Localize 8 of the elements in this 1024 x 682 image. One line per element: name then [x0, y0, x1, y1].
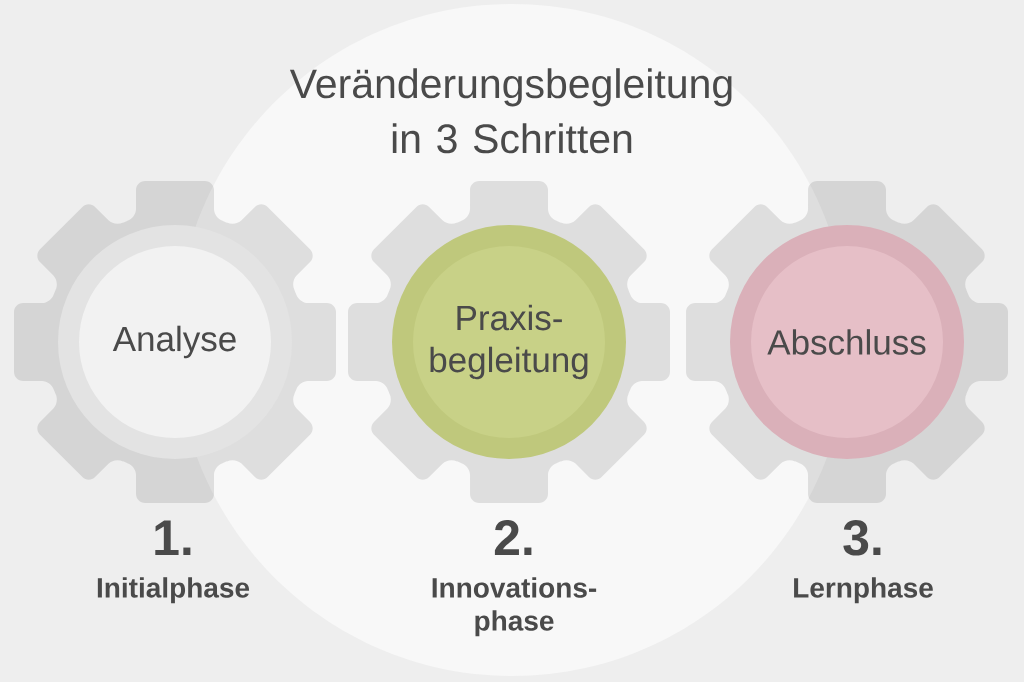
- node-label: Analyse: [112, 325, 236, 359]
- phase-label: Innovations- phase: [432, 577, 597, 637]
- step-number: 2.: [494, 520, 532, 555]
- step-number: 3.: [843, 520, 881, 556]
- phase-label: Lernphase: [794, 577, 933, 604]
- title: Veränderungsbegleitung in 3 Schritten: [289, 68, 732, 154]
- phase-label: Initialphase: [97, 577, 250, 604]
- step-number: 1.: [155, 520, 191, 555]
